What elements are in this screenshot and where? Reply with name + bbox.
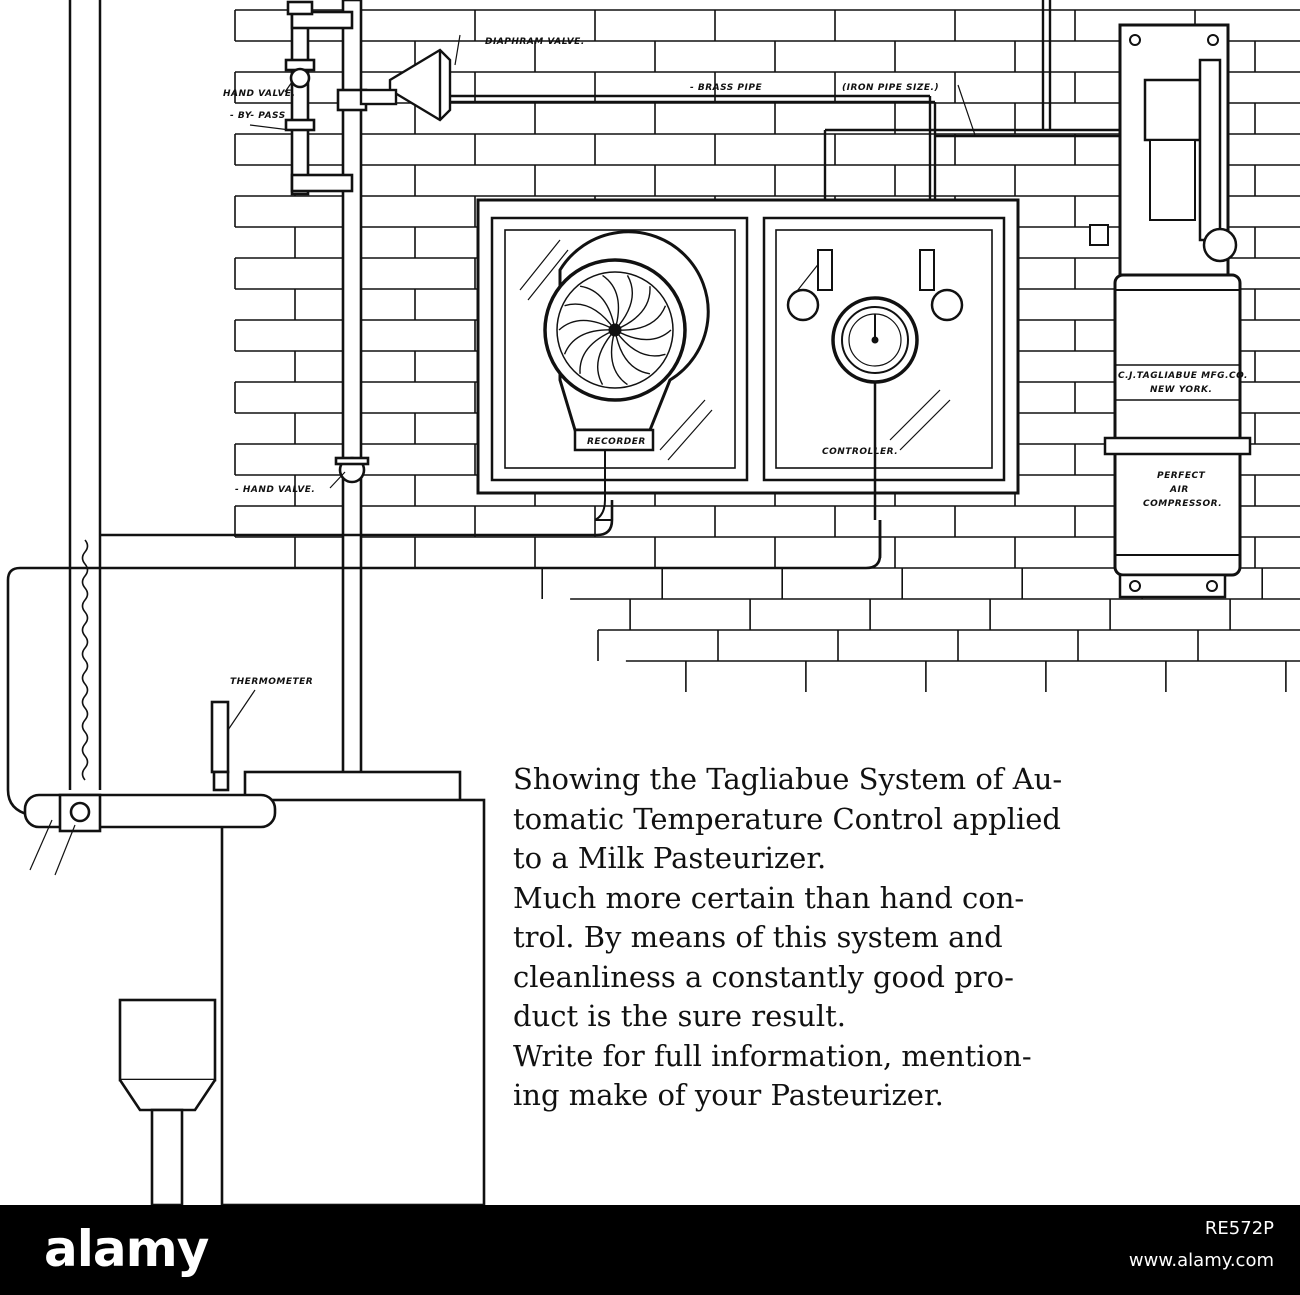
caption-line: cleanliness a constantly good pro- bbox=[513, 959, 1014, 994]
recorder-spoke bbox=[614, 305, 667, 331]
caption-line: Write for full information, mention- bbox=[513, 1038, 1032, 1073]
recorder-spoke bbox=[614, 286, 651, 331]
pasteurizer-control-diagram: DIAPHRAM VALVE. - BRASS PIPE (IRON PIPE … bbox=[6, 0, 1300, 1207]
compressor-label-2: AIR bbox=[1169, 485, 1189, 495]
caption-line: tomatic Temperature Control applied bbox=[513, 801, 1061, 836]
recorder-spoke bbox=[614, 275, 634, 331]
image-id: RE572P bbox=[1204, 1218, 1274, 1239]
recorder-spoke bbox=[610, 329, 628, 386]
site-url: www.alamy.com bbox=[1128, 1250, 1274, 1271]
capillary-tubes bbox=[6, 500, 882, 817]
iron-pipe-size-label: (IRON PIPE SIZE.) bbox=[842, 83, 939, 93]
compressor-label-3: COMPRESSOR. bbox=[1143, 499, 1222, 509]
maker-label-2: NEW YORK. bbox=[1150, 385, 1212, 395]
by-pass-label: - BY- PASS bbox=[230, 111, 286, 121]
caption-line: Much more certain than hand con- bbox=[513, 880, 1025, 915]
recorder-spoke bbox=[614, 329, 672, 341]
recorder-spoke bbox=[563, 329, 616, 355]
recorder-spoke bbox=[596, 329, 616, 385]
recorder-spoke bbox=[614, 329, 651, 375]
compressor-label-1: PERFECT bbox=[1157, 471, 1206, 481]
diaphragm-valve bbox=[359, 0, 1140, 250]
caption-line: trol. By means of this system and bbox=[513, 920, 1003, 954]
caption-text: Showing the Tagliabue System of Au- toma… bbox=[513, 760, 1273, 1116]
controller-instrument bbox=[786, 249, 964, 520]
diagram: DIAPHRAM VALVE. - BRASS PIPE (IRON PIPE … bbox=[6, 0, 1300, 1207]
caption-line: to a Milk Pasteurizer. bbox=[513, 841, 827, 875]
recorder-instrument bbox=[543, 230, 710, 521]
recorder-spoke bbox=[558, 319, 616, 331]
thermometer-label: THERMOMETER bbox=[230, 677, 313, 687]
recorder-spoke bbox=[579, 329, 616, 374]
watermark-footer bbox=[0, 1205, 1300, 1295]
caption-line: Showing the Tagliabue System of Au- bbox=[513, 762, 1063, 796]
controller-label: CONTROLLER. bbox=[822, 447, 898, 457]
alamy-logo: alamy bbox=[44, 1220, 209, 1278]
caption-line: duct is the sure result. bbox=[513, 999, 846, 1033]
left-vertical-pipe bbox=[68, 0, 102, 790]
caption-line: ing make of your Pasteurizer. bbox=[513, 1078, 944, 1112]
brass-pipe-label: - BRASS PIPE bbox=[690, 83, 762, 93]
leader-lines bbox=[29, 34, 976, 876]
diaphragm-valve-label: DIAPHRAM VALVE. bbox=[485, 37, 585, 47]
hand-valve-bottom-label: - HAND VALVE. bbox=[235, 485, 315, 495]
pasteurizer-tank bbox=[23, 700, 486, 1207]
recorder-spoke bbox=[564, 303, 616, 331]
recorder-spoke bbox=[602, 274, 620, 331]
recorder-spoke bbox=[614, 329, 666, 357]
recorder-label: RECORDER bbox=[587, 437, 646, 447]
hand-valve-top-label: HAND VALVE. bbox=[223, 89, 295, 99]
recorder-spoke bbox=[579, 285, 616, 331]
air-compressor bbox=[1089, 23, 1252, 599]
maker-label-1: C.J.TAGLIABUE MFG.CO. bbox=[1118, 371, 1248, 381]
